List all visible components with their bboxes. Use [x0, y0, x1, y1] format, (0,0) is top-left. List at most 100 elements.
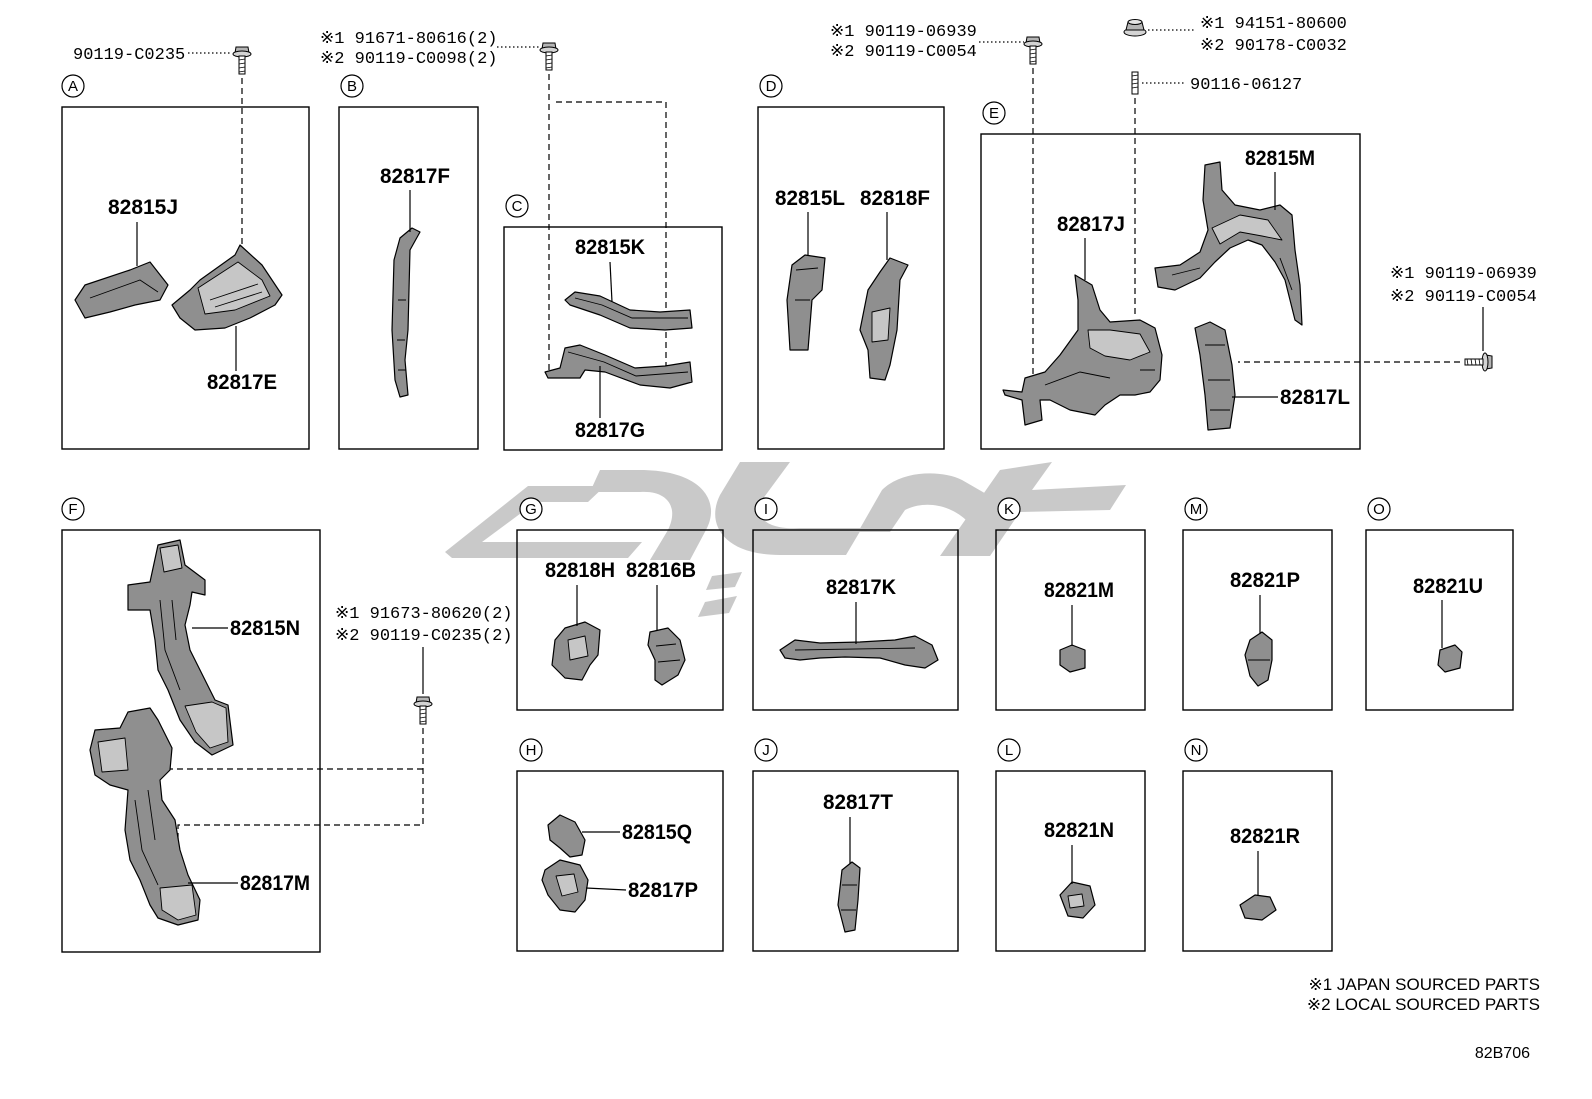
part-label-82815L: 82815L — [775, 187, 845, 210]
part-label-82821N: 82821N — [1044, 819, 1114, 842]
install-line-f-lower — [177, 728, 424, 842]
part-label-82817J: 82817J — [1057, 213, 1125, 236]
group-box-d — [757, 106, 945, 450]
group-box-m — [1182, 529, 1333, 711]
part-illustration-82815L — [786, 254, 826, 351]
part-label-82817P: 82817P — [628, 879, 698, 902]
part-label-82815K: 82815K — [575, 236, 645, 259]
part-illustration-82817J — [1002, 274, 1163, 426]
group-letter-m: M — [1190, 501, 1203, 518]
group-box-a — [61, 106, 310, 450]
part-label-82815M: 82815M — [1245, 147, 1315, 170]
part-label-82821R: 82821R — [1230, 825, 1300, 848]
group-letter-c: C — [512, 198, 523, 215]
bolt-icon-f — [413, 696, 433, 725]
part-label-82818F: 82818F — [860, 187, 930, 210]
bolt-icon-c — [539, 42, 559, 71]
nut-label-e-japan: ※1 94151-80600 — [1200, 15, 1347, 34]
group-circle-k — [997, 497, 1021, 521]
part-leader-82817P — [585, 887, 627, 891]
part-illustration-82815N — [127, 539, 234, 756]
part-illustration-82818H — [551, 621, 601, 681]
group-box-c — [503, 226, 723, 451]
group-letter-n: N — [1191, 742, 1202, 759]
group-box-g — [516, 529, 724, 711]
part-label-82818H: 82818H — [545, 559, 615, 582]
group-letter-f: F — [68, 501, 77, 518]
part-illustration-82815Q — [547, 814, 586, 858]
part-leader-82815K — [609, 261, 613, 303]
group-circle-j — [754, 738, 778, 762]
group-circle-e — [982, 101, 1006, 125]
group-circle-g — [519, 497, 543, 521]
part-illustration-82818F — [859, 257, 909, 381]
group-letter-k: K — [1004, 501, 1014, 518]
watermark-logo — [445, 462, 1126, 617]
part-label-82817F: 82817F — [380, 165, 450, 188]
part-illustration-82821N — [1059, 881, 1096, 919]
part-label-82821P: 82821P — [1230, 569, 1300, 592]
group-circle-d — [759, 74, 783, 98]
stud-label-e: 90116-06127 — [1190, 76, 1302, 95]
group-circle-l — [997, 738, 1021, 762]
part-illustration-82821R — [1239, 894, 1277, 921]
bolt-label-c-local: ※2 90119-C0098(2) — [320, 50, 497, 69]
part-label-82821M: 82821M — [1044, 579, 1114, 602]
group-letter-a: A — [68, 78, 78, 95]
part-illustration-82817F — [391, 227, 421, 398]
part-label-82817K: 82817K — [826, 576, 896, 599]
group-box-l — [995, 770, 1146, 952]
bolt-icon-e-side — [1464, 352, 1493, 372]
bolt-icon-a — [232, 46, 252, 75]
group-box-j — [752, 770, 959, 952]
group-box-n — [1182, 770, 1333, 952]
group-letter-j: J — [762, 742, 770, 759]
part-illustration-82815J — [74, 261, 169, 319]
part-illustration-82821P — [1244, 631, 1273, 687]
group-letter-l: L — [1005, 742, 1013, 759]
diagram-code: 82B706 — [1475, 1045, 1530, 1062]
part-illustration-82815K — [564, 291, 693, 331]
part-illustration-82816B — [647, 627, 686, 686]
bolt-label-f-japan: ※1 91673-80620(2) — [335, 605, 512, 624]
bolt-label-c-japan: ※1 91671-80616(2) — [320, 30, 497, 49]
group-circle-i — [754, 497, 778, 521]
group-letter-d: D — [766, 78, 777, 95]
part-label-82817E: 82817E — [207, 371, 277, 394]
part-illustration-82821U — [1437, 644, 1463, 673]
part-illustration-82821M — [1059, 644, 1086, 673]
group-circle-c — [505, 194, 529, 218]
install-line-c-right — [556, 101, 667, 372]
group-box-f — [61, 529, 321, 953]
group-letter-e: E — [989, 105, 999, 122]
group-circle-o — [1367, 497, 1391, 521]
footnote-local-sourced: ※2 LOCAL SOURCED PARTS — [1307, 995, 1540, 1014]
group-circle-m — [1184, 497, 1208, 521]
part-illustration-82817E — [171, 244, 283, 331]
group-circle-n — [1184, 738, 1208, 762]
part-label-82815N: 82815N — [230, 617, 300, 640]
part-illustration-82817L — [1194, 321, 1236, 431]
nut-label-e-local: ※2 90178-C0032 — [1200, 37, 1347, 56]
footnote-japan-sourced: ※1 JAPAN SOURCED PARTS — [1308, 975, 1540, 994]
part-label-82817T: 82817T — [823, 791, 893, 814]
group-circle-b — [340, 74, 364, 98]
group-box-b — [338, 106, 479, 450]
stud-icon-e — [1131, 71, 1139, 95]
group-box-e — [980, 133, 1361, 450]
bolt-label-f-local: ※2 90119-C0235(2) — [335, 627, 512, 646]
group-letter-b: B — [347, 78, 357, 95]
part-illustration-82817M — [89, 707, 201, 926]
bolt-label-e-top-japan: ※1 90119-06939 — [830, 23, 977, 42]
group-box-i — [752, 529, 959, 711]
part-label-82815Q: 82815Q — [622, 821, 692, 844]
bolt-label-e-side-local: ※2 90119-C0054 — [1390, 288, 1537, 307]
group-letter-h: H — [526, 742, 537, 759]
group-box-o — [1365, 529, 1514, 711]
group-letter-o: O — [1373, 501, 1385, 518]
part-label-82817L: 82817L — [1280, 386, 1350, 409]
part-label-82817M: 82817M — [240, 872, 310, 895]
group-letter-g: G — [525, 501, 537, 518]
part-illustration-82817P — [541, 859, 589, 913]
part-illustration-82817G — [544, 344, 693, 389]
